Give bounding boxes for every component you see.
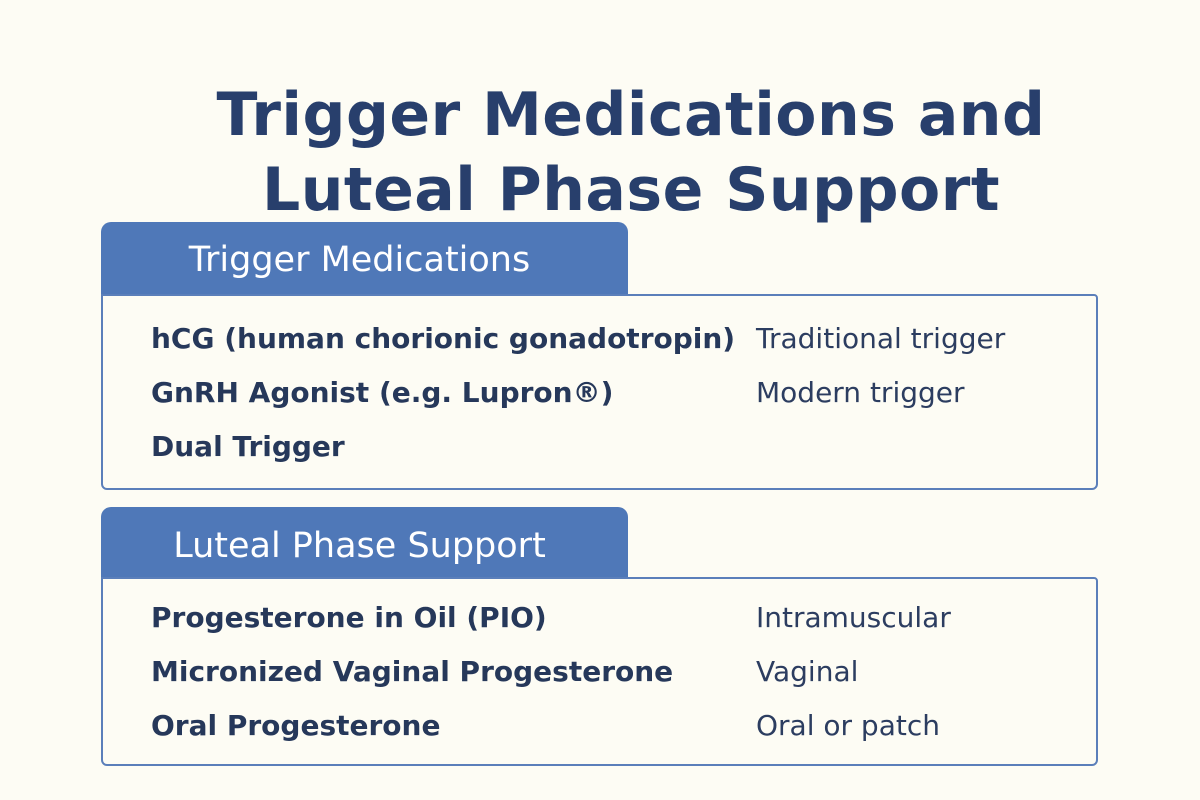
luteal-phase-support-section: Luteal Phase Support Progesterone in Oil… [101,507,1098,766]
list-item: GnRH Agonist (e.g. Lupron®) Modern trigg… [151,373,1076,413]
medication-description: Intramuscular [756,601,951,634]
medication-name: Dual Trigger [151,430,345,463]
page-title: Trigger Medications and Luteal Phase Sup… [0,78,1200,228]
list-item: Dual Trigger [151,427,1076,467]
section-heading: Luteal Phase Support [101,507,628,579]
medication-name: hCG (human chorionic gonadotropin) [151,322,736,355]
list-item: hCG (human chorionic gonadotropin) Tradi… [151,319,1076,359]
medication-name: Progesterone in Oil (PIO) [151,601,547,634]
medication-description: Oral or patch [756,709,940,742]
list-item: Oral Progesterone Oral or patch [151,706,1076,746]
page-title-line-1: Trigger Medications and [216,80,1046,151]
medication-name: GnRH Agonist (e.g. Lupron®) [151,376,614,409]
list-item: Progesterone in Oil (PIO) Intramuscular [151,598,1076,638]
medication-description: Vaginal [756,655,859,688]
page-title-line-2: Luteal Phase Support [261,155,1001,226]
medication-name: Oral Progesterone [151,709,441,742]
trigger-medications-section: Trigger Medications hCG (human chorionic… [101,222,1098,490]
section-heading: Trigger Medications [101,222,628,296]
section-box: Progesterone in Oil (PIO) Intramuscular … [101,577,1098,766]
list-item: Micronized Vaginal Progesterone Vaginal [151,652,1076,692]
medication-description: Traditional trigger [756,322,1006,355]
medication-description: Modern trigger [756,376,965,409]
section-box: hCG (human chorionic gonadotropin) Tradi… [101,294,1098,490]
medication-name: Micronized Vaginal Progesterone [151,655,674,688]
